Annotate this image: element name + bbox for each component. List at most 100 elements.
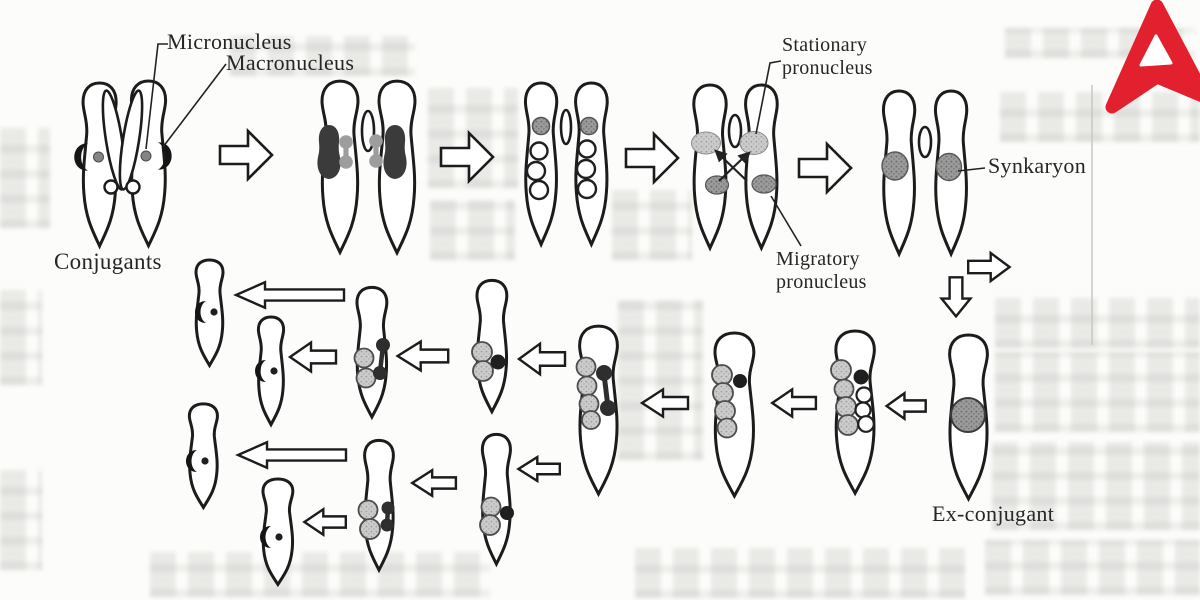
conjugation-junction [118,89,144,191]
micronucleus [500,506,514,520]
migratory-pronucleus [704,175,730,195]
nucleus [577,139,597,159]
micronucleus-leader [145,43,168,150]
nucleus [579,116,599,136]
label-line: Stationary [782,34,868,56]
micronucleus [853,369,869,385]
micronucleus [140,150,152,162]
macronuclear-anlage [576,375,598,397]
arrow-left-icon [517,342,567,376]
macronuclear-anlage [712,382,734,404]
red-arrowhead-logo [1105,0,1200,114]
micronucleus [210,308,218,316]
nucleus [576,178,598,200]
label-synkaryon: Synkaryon [988,153,1087,178]
nucleus [528,179,550,201]
arrow-left-icon [771,388,818,418]
arrow-left-icon [885,392,927,420]
stage1-conjugant-pair [74,79,172,248]
migratory-pronucleus-leader [770,195,802,247]
label-macronucleus: Macronucleus [226,50,355,75]
dividing-micronucleus [380,501,395,532]
micronucleus [733,374,747,388]
label-stationary-pronucleus: Stationary pronucleus [782,34,873,80]
cell-two-macronuclei-dividing-micronucleus-upper [353,286,390,419]
cell-two-macronuclei-dividing-micronucleus-lower [357,439,395,572]
arrow-right-icon [218,129,274,181]
daughter-cell [186,402,219,509]
macronuclear-anlage [835,396,857,418]
daughter-cell [194,258,225,367]
degenerating-nucleus [855,386,873,404]
conjugation-junction [917,125,933,159]
cell-eight-nuclei [830,329,876,495]
label-leader-lines [145,43,986,247]
synkaryon-nucleus [935,152,963,182]
ex-conjugant-cell [948,333,989,501]
label-conjugants: Conjugants [54,249,162,274]
synkaryon-nucleus [881,151,909,181]
arrow-right-icon [797,142,853,194]
arrow-left-icon [411,469,458,497]
macronuclear-anlage [833,378,855,400]
synkaryon-leader [957,167,986,172]
macronuclear-anlage [716,417,738,439]
macronuclear-anlage [355,367,377,389]
conjugation-junction [559,108,573,146]
macronucleus-leader [162,63,227,148]
macronuclear-anlage [837,414,859,436]
arrow-left-icon [288,341,338,373]
cell-outline [261,477,295,586]
degenerating-nucleus [854,401,872,419]
cell-four-macronuclei-dividing-micronucleus [575,324,619,496]
daughter-cell [255,315,285,426]
stage2-pair [317,79,417,255]
nucleus [575,158,597,180]
macronuclear-anlage [575,356,597,378]
label-migratory-pronucleus: Migratory pronucleus [776,248,867,294]
stationary-pronucleus [739,131,769,155]
stationary-pronucleus-leader [755,60,782,135]
label-line: pronucleus [782,57,873,79]
micronucleus [490,354,506,370]
degenerating-macronucleus [317,125,341,179]
degenerating-nucleus [857,415,875,433]
micronucleus [275,533,283,541]
macronuclear-anlage [353,347,375,369]
macronuclear-anlage [479,514,501,536]
label-line: Migratory [776,248,860,270]
micronucleus [93,151,104,163]
label-ex-conjugant: Ex-conjugant [932,501,1055,526]
conjugation-junction [727,113,743,149]
arrow-right-icon [967,251,1011,283]
synkaryon-nucleus [950,397,986,433]
arrow-left-icon [640,388,690,418]
micronucleus [201,457,209,465]
nucleus [525,160,547,182]
migratory-pronucleus [751,174,777,194]
nucleus [531,116,551,136]
stage4-pronuclei-exchange-pair [691,83,779,250]
cell-outline [188,402,219,509]
dividing-micronucleus [373,338,390,380]
arrow-left-icon [303,508,347,536]
arrow-right-icon [624,132,680,184]
macronuclear-anlage [711,364,733,386]
degenerating-macronucleus [383,125,407,179]
macronuclear-anlage [357,499,379,521]
exchange-arrows-icon [714,149,751,182]
arrow-left-icon [517,456,561,482]
macronuclear-anlage [472,360,494,382]
macronuclear-anlage [830,359,852,381]
macronuclear-anlage [581,410,601,430]
daughter-cell [260,477,295,586]
label-micronucleus: Micronucleus [167,29,292,54]
micronucleus [270,367,278,375]
nucleus [529,141,549,161]
stationary-pronucleus [691,131,721,155]
junction-tip [125,179,141,195]
arrow-left-icon [234,281,346,309]
label-line: pronucleus [776,271,867,293]
